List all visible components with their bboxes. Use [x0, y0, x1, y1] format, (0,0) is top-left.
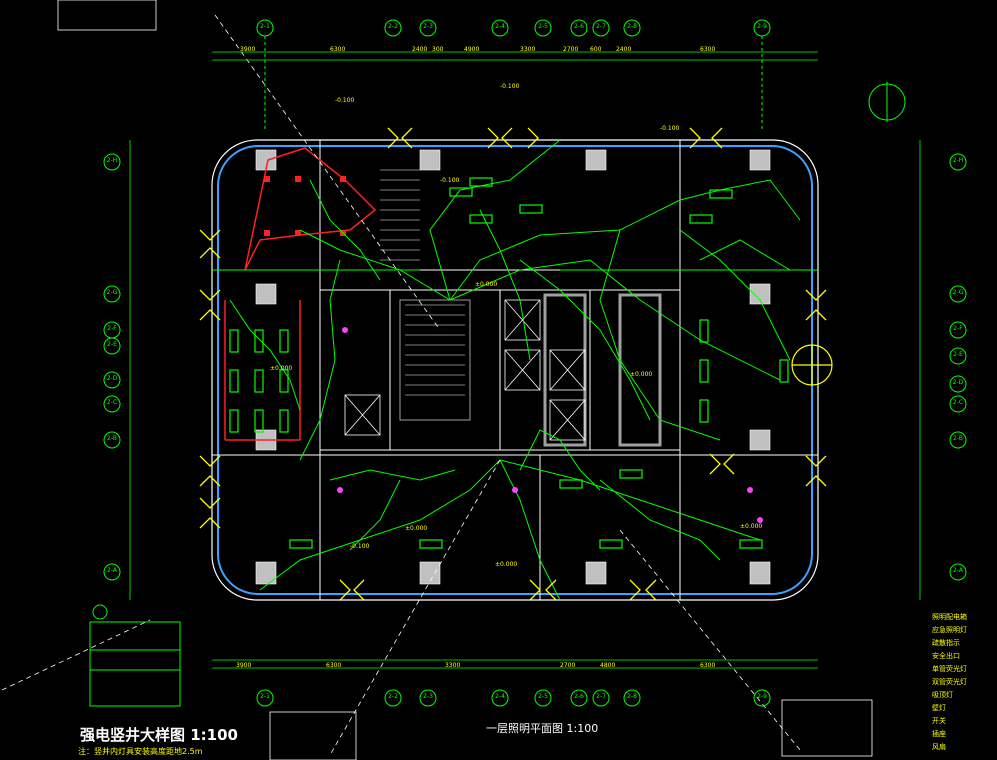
red-circuit: [224, 147, 377, 441]
svg-text:±0.000: ±0.000: [270, 365, 292, 372]
svg-text:±0.000: ±0.000: [740, 523, 762, 530]
grid-bubble-right: 2-A: [953, 567, 963, 574]
grid-bubble-right: 2-E: [953, 351, 963, 358]
svg-text:-0.100: -0.100: [440, 177, 460, 184]
detail-title: 强电竖井大样图 1:100: [80, 726, 238, 744]
grid-bubble-bottom: 2-9: [757, 693, 767, 700]
grid-bubble-bottom: 2-5: [538, 693, 548, 700]
legend-item: 应急照明灯: [932, 626, 967, 634]
grid-bubble-bottom: 2-3: [423, 693, 433, 700]
leader-lines: [1, 14, 801, 756]
dimension-top: 2400: [616, 46, 632, 53]
legend-item: 开关: [932, 717, 946, 725]
plan-title: 一层照明平面图 1:100: [486, 722, 599, 735]
grid-bubble-right: 2-C: [952, 399, 964, 406]
grid-bubble-top: 2-5: [538, 23, 548, 30]
legend-item: 壁灯: [932, 704, 946, 712]
dimension-top: 6300: [330, 46, 346, 53]
north-arrow-icon: [868, 82, 906, 122]
grid-bubble-left: 2-F: [107, 325, 117, 332]
legend-item: 疏散指示: [932, 639, 960, 647]
dimension-top: 2400: [412, 46, 428, 53]
grid-bubble-left: 2-E: [107, 341, 117, 348]
fan-symbol-icon: [791, 344, 833, 386]
grid-bubble-top: 2-8: [627, 23, 637, 30]
stair-treads: [380, 169, 465, 396]
svg-text:±0.000: ±0.000: [630, 371, 652, 378]
grid-axis-bottom: [256, 689, 771, 707]
dimension-bottom: 3300: [445, 662, 461, 669]
svg-text:-0.100: -0.100: [335, 97, 355, 104]
grid-bubble-left: 2-C: [106, 399, 118, 406]
lighting-wiring: [212, 139, 818, 601]
legend-item: 吸顶灯: [932, 691, 953, 699]
grid-bubble-left: 2-B: [107, 435, 117, 442]
fluorescent-fixtures: [229, 177, 789, 549]
legend-item: 安全出口: [932, 652, 960, 660]
grid-bubble-right: 2-H: [952, 157, 964, 164]
svg-text:±0.000: ±0.000: [495, 561, 517, 568]
grid-bubble-top: 2-2: [388, 23, 398, 30]
structural-columns: [255, 149, 771, 585]
grid-bubble-top: 2-1: [260, 23, 270, 30]
magenta-markers: [337, 327, 763, 523]
dimension-bottom: 4800: [600, 662, 616, 669]
grid-axis-right: [949, 153, 967, 581]
grid-bubble-bottom: 2-1: [260, 693, 270, 700]
grid-bubble-bottom: 2-4: [495, 693, 505, 700]
svg-text:±0.000: ±0.000: [405, 525, 427, 532]
grid-bubble-bottom: 2-8: [627, 693, 637, 700]
exit-door-symbols: [199, 127, 827, 601]
building-outline-outer: [211, 139, 819, 601]
legend-item: 双管荧光灯: [932, 678, 967, 686]
dimension-top: 4900: [464, 46, 480, 53]
dimension-bottom: 6300: [326, 662, 342, 669]
dimension-top: 3900: [240, 46, 256, 53]
dimension-bottom: 6300: [700, 662, 716, 669]
elevator-shafts: [344, 299, 586, 441]
dimension-bottom: 3900: [236, 662, 252, 669]
legend-item: 照明配电箱: [932, 613, 967, 621]
grid-bubble-bottom: 2-7: [596, 693, 606, 700]
dimension-bottom: 2700: [560, 662, 576, 669]
detail-note: 注：竖井内灯具安装高度距地2.5m: [78, 747, 203, 756]
grid-bubble-left: 2-H: [106, 157, 118, 164]
dimension-top: 300: [432, 46, 444, 53]
circuit-labels: -0.100 -0.100 -0.100 -0.100 ±0.000 ±0.00…: [270, 83, 762, 568]
stair-detail-box: [269, 699, 873, 760]
dimension-lines-top: [129, 51, 921, 669]
legend-item: 插座: [932, 730, 946, 738]
svg-text:-0.100: -0.100: [500, 83, 520, 90]
grid-bubble-top: 2-7: [596, 23, 606, 30]
grid-bubble-left: 2-D: [106, 375, 118, 382]
grid-bubble-left: 2-G: [106, 289, 118, 296]
dimension-top: 6300: [700, 46, 716, 53]
grid-bubble-top: 2-3: [423, 23, 433, 30]
grid-bubble-top: 2-4: [495, 23, 505, 30]
grid-bubble-bottom: 2-6: [574, 693, 584, 700]
dimension-top: 3300: [520, 46, 536, 53]
grid-bubble-left: 2-A: [107, 567, 117, 574]
svg-text:-0.100: -0.100: [660, 125, 680, 132]
dimension-top: 600: [590, 46, 602, 53]
grid-bubble-right: 2-G: [952, 289, 964, 296]
grid-bubble-right: 2-F: [953, 325, 963, 332]
shaft-detail-box: [89, 604, 181, 707]
grid-bubble-right: 2-D: [952, 379, 964, 386]
grid-bubble-right: 2-B: [953, 435, 963, 442]
legend-item: 单管荧光灯: [932, 665, 967, 673]
legend-item: 风扇: [932, 743, 946, 751]
dimension-top: 2700: [563, 46, 579, 53]
grid-bubble-top: 2-9: [757, 23, 767, 30]
svg-text:-0.100: -0.100: [350, 543, 370, 550]
grid-bubble-top: 2-6: [574, 23, 584, 30]
grid-axis-top: [256, 19, 771, 130]
svg-text:±0.000: ±0.000: [475, 281, 497, 288]
top-left-detail-box: [57, 0, 157, 31]
grid-bubble-bottom: 2-2: [388, 693, 398, 700]
grid-axis-left: [103, 153, 121, 581]
